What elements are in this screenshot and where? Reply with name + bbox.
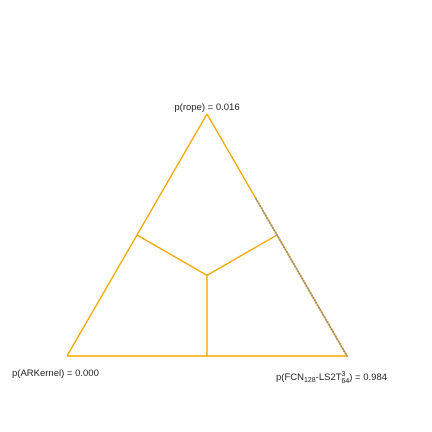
sample-point — [264, 214, 267, 217]
sample-point — [270, 224, 273, 227]
sample-point — [268, 221, 272, 224]
sample-point — [294, 265, 297, 268]
sample-point — [330, 328, 333, 331]
sample-point — [338, 342, 342, 345]
divider-left — [136, 234, 208, 276]
right-label-mid: -LS2T — [316, 372, 342, 383]
sample-point — [282, 246, 286, 249]
sample-point — [274, 231, 277, 234]
sample-point — [261, 209, 265, 212]
sample-point — [324, 318, 328, 321]
sample-point — [287, 253, 290, 256]
sample-point — [306, 287, 309, 290]
sample-point — [337, 340, 340, 343]
right-label-sup: 3 — [342, 371, 346, 378]
sample-point — [291, 260, 294, 263]
sample-point — [302, 279, 305, 283]
sample-point — [298, 272, 301, 275]
sample-point — [341, 347, 344, 350]
sample-point — [260, 207, 263, 210]
right-label-prefix: p(FCN — [276, 372, 304, 383]
sample-point — [281, 243, 284, 246]
sample-point — [316, 304, 319, 307]
sample-point — [344, 352, 347, 355]
sample-point — [263, 212, 266, 215]
sample-point — [331, 330, 335, 333]
sample-point — [329, 325, 332, 329]
sample-point — [345, 354, 349, 358]
sample-point — [277, 236, 280, 239]
sample-points — [254, 197, 349, 358]
sample-point — [317, 306, 321, 309]
top-vertex-label: p(rope) = 0.016 — [174, 102, 239, 113]
sample-point — [309, 291, 312, 295]
sample-point — [327, 323, 330, 326]
sample-point — [273, 229, 276, 232]
sample-point — [292, 262, 295, 266]
sample-point — [308, 289, 311, 292]
sample-point — [310, 294, 314, 297]
sample-point — [312, 296, 315, 300]
sample-point — [334, 335, 337, 338]
sample-point — [285, 250, 288, 254]
sample-point — [340, 345, 343, 348]
left-vertex-label: p(ARKernel) = 0.000 — [12, 368, 99, 379]
sample-point — [305, 284, 308, 287]
sample-point — [326, 321, 329, 324]
divider-right — [206, 234, 278, 276]
sample-point — [320, 311, 323, 314]
sample-point — [303, 282, 307, 285]
sample-point — [266, 216, 269, 220]
right-label-sub-1: 128 — [304, 377, 316, 384]
sample-point — [313, 299, 316, 302]
sample-point — [319, 308, 322, 312]
sample-point — [284, 248, 287, 251]
sample-point — [323, 316, 326, 319]
sample-point — [301, 277, 304, 280]
sample-point — [256, 200, 259, 203]
sample-point — [271, 226, 274, 229]
sample-point — [315, 301, 318, 304]
triangle-frame — [66, 113, 348, 357]
sample-point — [280, 241, 283, 244]
sample-point — [259, 204, 262, 208]
right-label-suffix: ) = 0.984 — [349, 372, 387, 383]
sample-point — [278, 238, 281, 241]
sample-point — [343, 350, 346, 353]
sample-point — [257, 202, 260, 205]
sample-point — [275, 233, 279, 237]
sample-point — [322, 313, 325, 316]
sample-point — [333, 333, 336, 336]
sample-point — [254, 197, 258, 200]
sample-point — [296, 270, 300, 273]
sample-point — [267, 219, 270, 222]
sample-point — [299, 275, 302, 278]
sample-point — [295, 267, 298, 270]
sample-point — [288, 255, 291, 258]
sample-point — [336, 337, 339, 341]
sample-point — [289, 258, 293, 261]
vertex-labels: p(rope) = 0.016 p(ARKernel) = 0.000 p(FC… — [12, 102, 387, 385]
right-label-sub-2: 64 — [341, 378, 349, 385]
